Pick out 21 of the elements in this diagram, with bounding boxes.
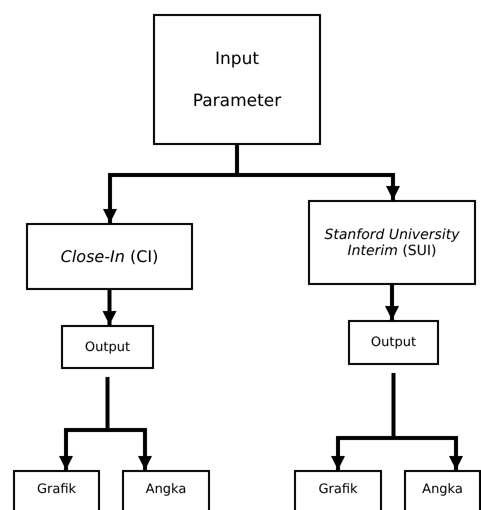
process-box [348, 320, 439, 365]
process-box [13, 470, 100, 510]
process-box [308, 200, 476, 285]
process-box [122, 470, 210, 510]
box-label: Angka [146, 482, 186, 497]
box-label: Parameter [192, 90, 282, 110]
process-box [294, 470, 382, 510]
box-label: Stanford University Interim (SUI) [323, 226, 461, 258]
arrow [102, 290, 116, 325]
process-box [153, 14, 321, 145]
box-label: Grafik [36, 482, 76, 497]
box-label: Input [214, 48, 260, 68]
arrow [385, 285, 399, 320]
box-label: Angka [422, 482, 463, 497]
box-label: Output [84, 340, 130, 354]
box-label: Close-In (CI) [60, 247, 158, 266]
process-box [61, 325, 154, 369]
process-box [404, 470, 481, 510]
process-box [26, 223, 193, 290]
box-label: Output [370, 335, 416, 350]
box-label: Grafik [318, 482, 358, 497]
